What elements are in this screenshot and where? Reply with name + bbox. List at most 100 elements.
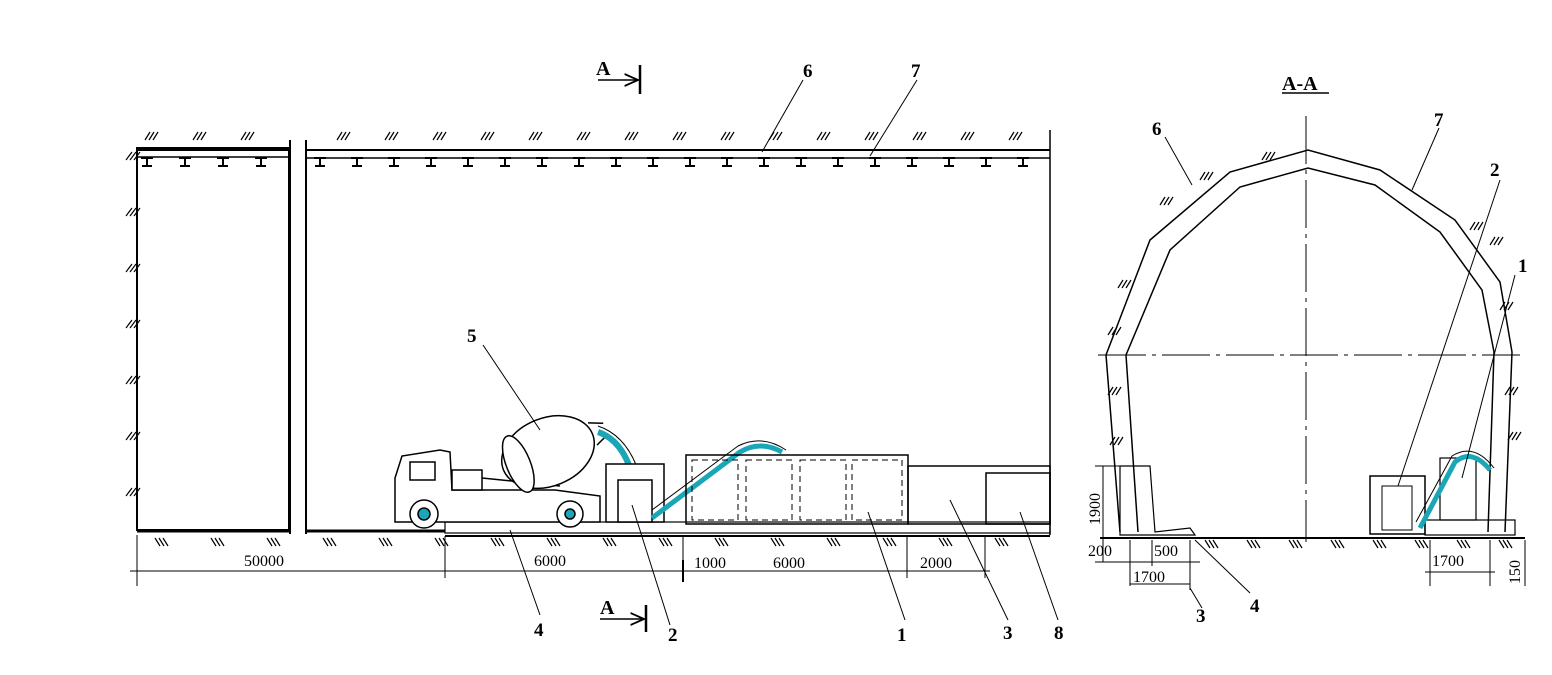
floor-slab bbox=[444, 521, 1051, 534]
hatch-mark bbox=[1288, 539, 1303, 549]
i-beam-support bbox=[906, 157, 918, 167]
hatch-mark bbox=[125, 375, 141, 385]
i-beam-support bbox=[179, 157, 191, 167]
hatch-mark bbox=[672, 131, 687, 141]
i-beam-support bbox=[573, 157, 585, 167]
hatch-mark bbox=[1372, 539, 1387, 549]
hatch-mark bbox=[490, 537, 505, 547]
callout-label: 7 bbox=[911, 61, 921, 82]
hatch-mark bbox=[912, 131, 927, 141]
hatch-mark bbox=[1498, 539, 1513, 549]
hatch-mark bbox=[624, 131, 639, 141]
callout-label: 6 bbox=[1152, 119, 1162, 140]
dimension-label: 1900 bbox=[1087, 493, 1104, 525]
hatch-mark bbox=[378, 537, 393, 547]
dimension-label: 1700 bbox=[1432, 553, 1464, 570]
hatch-mark bbox=[1008, 131, 1023, 141]
hatch-mark bbox=[1507, 431, 1522, 441]
dimension-label: 2000 bbox=[920, 555, 952, 572]
i-beam-support bbox=[388, 157, 400, 167]
arch-lining-outer bbox=[1105, 149, 1513, 533]
hatch-mark bbox=[576, 131, 591, 141]
cross-section-a-a bbox=[1098, 116, 1525, 542]
dimension-label: 1700 bbox=[1133, 569, 1165, 586]
dimension-label: 50000 bbox=[244, 553, 284, 570]
section-mark-top: A bbox=[596, 58, 611, 80]
hatch-mark bbox=[960, 131, 975, 141]
callout-label: 5 bbox=[467, 326, 477, 347]
hatch-mark bbox=[1107, 386, 1122, 396]
dimension-label: 1000 bbox=[694, 555, 726, 572]
hatch-mark bbox=[1117, 279, 1132, 289]
hatch-mark bbox=[714, 537, 729, 547]
i-beam-support bbox=[536, 157, 548, 167]
hatch-mark bbox=[210, 537, 225, 547]
equipment-block-3 bbox=[907, 465, 1051, 525]
left-footing bbox=[1119, 465, 1197, 536]
i-beam-support bbox=[869, 157, 881, 167]
leader-lines-left bbox=[482, 79, 1059, 626]
hatch-mark bbox=[125, 263, 141, 273]
hatch-mark bbox=[770, 537, 785, 547]
i-beam-support bbox=[943, 157, 955, 167]
hatch-mark bbox=[1159, 196, 1174, 206]
i-beam-support bbox=[758, 157, 770, 167]
callout-label: 3 bbox=[1196, 606, 1206, 627]
hatch-mark bbox=[882, 537, 897, 547]
dimension-label: 200 bbox=[1088, 543, 1112, 560]
hatch-mark bbox=[1489, 236, 1504, 246]
hatch-mark bbox=[1456, 539, 1471, 549]
callout-label: 1 bbox=[1518, 256, 1528, 277]
dimension-label: 6000 bbox=[534, 553, 566, 570]
view-title: A-A bbox=[1282, 73, 1318, 95]
hatch-mark bbox=[125, 151, 141, 161]
longitudinal-section bbox=[136, 130, 1051, 537]
hatch-mark bbox=[125, 207, 141, 217]
hatch-mark bbox=[432, 131, 447, 141]
section-mark-bottom: A bbox=[600, 597, 615, 619]
hatch-mark bbox=[125, 487, 141, 497]
hatch-mark bbox=[1246, 539, 1261, 549]
callout-label: 6 bbox=[803, 61, 813, 82]
dimension-label: 150 bbox=[1507, 560, 1524, 584]
hatch-mark bbox=[192, 131, 207, 141]
callout-label: 4 bbox=[534, 620, 544, 641]
labels: A A A-A 6 7 5 4 2 1 3 8 6 7 2 1 4 3 5000… bbox=[244, 58, 1528, 646]
hatch-mark bbox=[1199, 171, 1214, 181]
callout-label: 2 bbox=[1490, 160, 1500, 181]
hatch-mark bbox=[1261, 151, 1276, 161]
pump-hopper-section bbox=[1369, 475, 1426, 535]
hatch-mark bbox=[658, 537, 673, 547]
hatch-mark bbox=[1469, 221, 1484, 231]
hatch-mark bbox=[816, 131, 831, 141]
hatch-mark bbox=[864, 131, 879, 141]
right-footing bbox=[1424, 519, 1516, 536]
hatch-mark bbox=[322, 537, 337, 547]
hatch-mark bbox=[1504, 386, 1519, 396]
dimension-lines-left bbox=[130, 535, 990, 586]
callout-label: 2 bbox=[668, 625, 678, 646]
hatch-mark bbox=[384, 131, 399, 141]
i-beam-support bbox=[980, 157, 992, 167]
dimension-label: 500 bbox=[1154, 543, 1178, 560]
hatch-mark bbox=[154, 537, 169, 547]
section-cut-marker-bottom bbox=[600, 605, 648, 632]
dimension-lines-right bbox=[1095, 465, 1526, 590]
hatch-mark bbox=[826, 537, 841, 547]
hatch-mark bbox=[1330, 539, 1345, 549]
i-beam-support bbox=[255, 157, 267, 167]
i-beam-support bbox=[610, 157, 622, 167]
i-beam-support bbox=[141, 157, 153, 167]
i-beam-support bbox=[314, 157, 326, 167]
pump-hopper-inner-section bbox=[1381, 485, 1413, 531]
hatch-mark bbox=[1204, 539, 1219, 549]
callout-label: 7 bbox=[1434, 110, 1444, 131]
hatch-mark bbox=[266, 537, 281, 547]
i-beam-support bbox=[684, 157, 696, 167]
i-beam-support bbox=[499, 157, 511, 167]
left-tunnel-segment bbox=[136, 147, 290, 531]
hatch-mark bbox=[144, 131, 159, 141]
hatch-mark bbox=[546, 537, 561, 547]
delivery-pipe-section-outline bbox=[1415, 450, 1495, 523]
